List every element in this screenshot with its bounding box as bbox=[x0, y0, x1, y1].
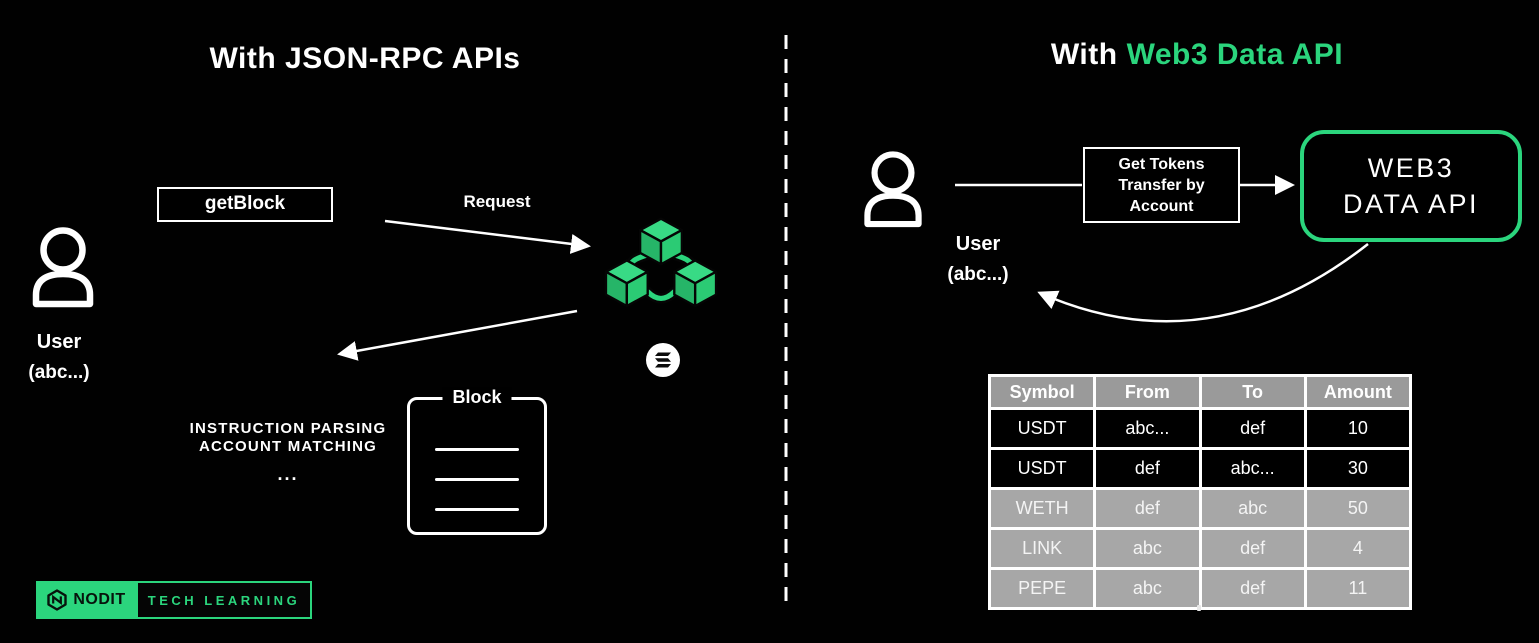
cell-from: def bbox=[1093, 447, 1202, 490]
block-label: Block bbox=[442, 387, 512, 408]
cell-from: abc... bbox=[1093, 407, 1202, 450]
solana-icon bbox=[646, 343, 680, 377]
user-name-label: User bbox=[36, 331, 82, 353]
cell-to: def bbox=[1198, 567, 1307, 610]
table-row: PEPE abc def 11 bbox=[987, 567, 1413, 610]
cell-symbol: WETH bbox=[987, 487, 1097, 530]
cell-to: abc bbox=[1198, 487, 1307, 530]
user-icon bbox=[864, 151, 922, 228]
getblock-method-box: getBlock bbox=[157, 187, 333, 222]
get-tokens-line-1: Get Tokens bbox=[1118, 155, 1205, 173]
api-to-user-curved-arrow bbox=[1037, 243, 1369, 323]
token-transfers-table: Symbol From To Amount USDT abc... def 10… bbox=[987, 374, 1413, 610]
get-tokens-line-3: Account bbox=[1129, 197, 1194, 215]
right-title-prefix: With bbox=[1050, 38, 1118, 71]
table-row: WETH def abc 50 bbox=[987, 487, 1413, 530]
web3-box-line-2: DATA API bbox=[1342, 189, 1480, 219]
cell-symbol: USDT bbox=[987, 407, 1097, 450]
cell-to: def bbox=[1198, 527, 1307, 570]
processing-step-2: ACCOUNT MATCHING bbox=[198, 438, 378, 455]
cell-to: abc... bbox=[1198, 447, 1307, 490]
col-header-symbol: Symbol bbox=[987, 374, 1097, 410]
col-header-from: From bbox=[1093, 374, 1202, 410]
table-row: LINK abc def 4 bbox=[987, 527, 1413, 570]
user-labels: User (abc...) bbox=[0, 331, 118, 384]
web3-box-line-1: WEB3 bbox=[1367, 153, 1455, 183]
cell-from: abc bbox=[1093, 567, 1202, 610]
get-tokens-line-2: Transfer by bbox=[1118, 176, 1205, 194]
cell-to: def bbox=[1198, 407, 1307, 450]
cell-amount: 11 bbox=[1303, 567, 1413, 610]
instruction-parsing-text: INSTRUCTION PARSING ACCOUNT MATCHING ... bbox=[170, 420, 406, 483]
cell-amount: 50 bbox=[1303, 487, 1413, 530]
blockchain-icon bbox=[604, 217, 718, 308]
user-labels: User (abc...) bbox=[917, 233, 1039, 286]
col-header-to: To bbox=[1198, 374, 1307, 410]
nodit-logo: NODIT TECH LEARNING bbox=[36, 581, 312, 619]
block-line-2 bbox=[435, 478, 519, 481]
request-arrow bbox=[384, 219, 591, 254]
processing-step-ellipsis: ... bbox=[277, 464, 299, 484]
cell-symbol: PEPE bbox=[987, 567, 1097, 610]
nodit-brand-block: NODIT bbox=[36, 581, 136, 619]
tech-learning-badge: TECH LEARNING bbox=[136, 581, 312, 619]
user-name-label: User bbox=[955, 233, 1001, 255]
user-address-label: (abc...) bbox=[947, 264, 1009, 285]
cell-from: abc bbox=[1093, 527, 1202, 570]
nodit-logo-icon bbox=[47, 589, 68, 611]
table-footnote-dot bbox=[1197, 605, 1201, 611]
cell-amount: 4 bbox=[1303, 527, 1413, 570]
nodit-brand-text: NODIT bbox=[73, 591, 126, 608]
request-label: Request bbox=[463, 192, 531, 211]
block-document-icon: Block bbox=[407, 387, 547, 535]
response-arrow bbox=[337, 309, 578, 361]
user-icon bbox=[32, 227, 94, 308]
col-header-amount: Amount bbox=[1303, 374, 1413, 410]
cell-symbol: USDT bbox=[987, 447, 1097, 490]
left-panel-title: With JSON-RPC APIs bbox=[209, 42, 521, 75]
web3-data-api-box: WEB3 DATA API bbox=[1300, 130, 1522, 242]
get-tokens-transfer-box: Get Tokens Transfer by Account bbox=[1083, 147, 1240, 223]
right-title-accent: Web3 Data API bbox=[1126, 38, 1344, 71]
block-line-3 bbox=[435, 508, 519, 511]
table-row: USDT abc... def 10 bbox=[987, 407, 1413, 450]
cell-amount: 10 bbox=[1303, 407, 1413, 450]
cell-amount: 30 bbox=[1303, 447, 1413, 490]
block-line-1 bbox=[435, 448, 519, 451]
user-address-label: (abc...) bbox=[28, 362, 90, 383]
cell-symbol: LINK bbox=[987, 527, 1097, 570]
table-row: USDT def abc... 30 bbox=[987, 447, 1413, 490]
table-header-row: Symbol From To Amount bbox=[987, 374, 1413, 410]
cell-from: def bbox=[1093, 487, 1202, 530]
processing-step-1: INSTRUCTION PARSING bbox=[189, 420, 387, 437]
